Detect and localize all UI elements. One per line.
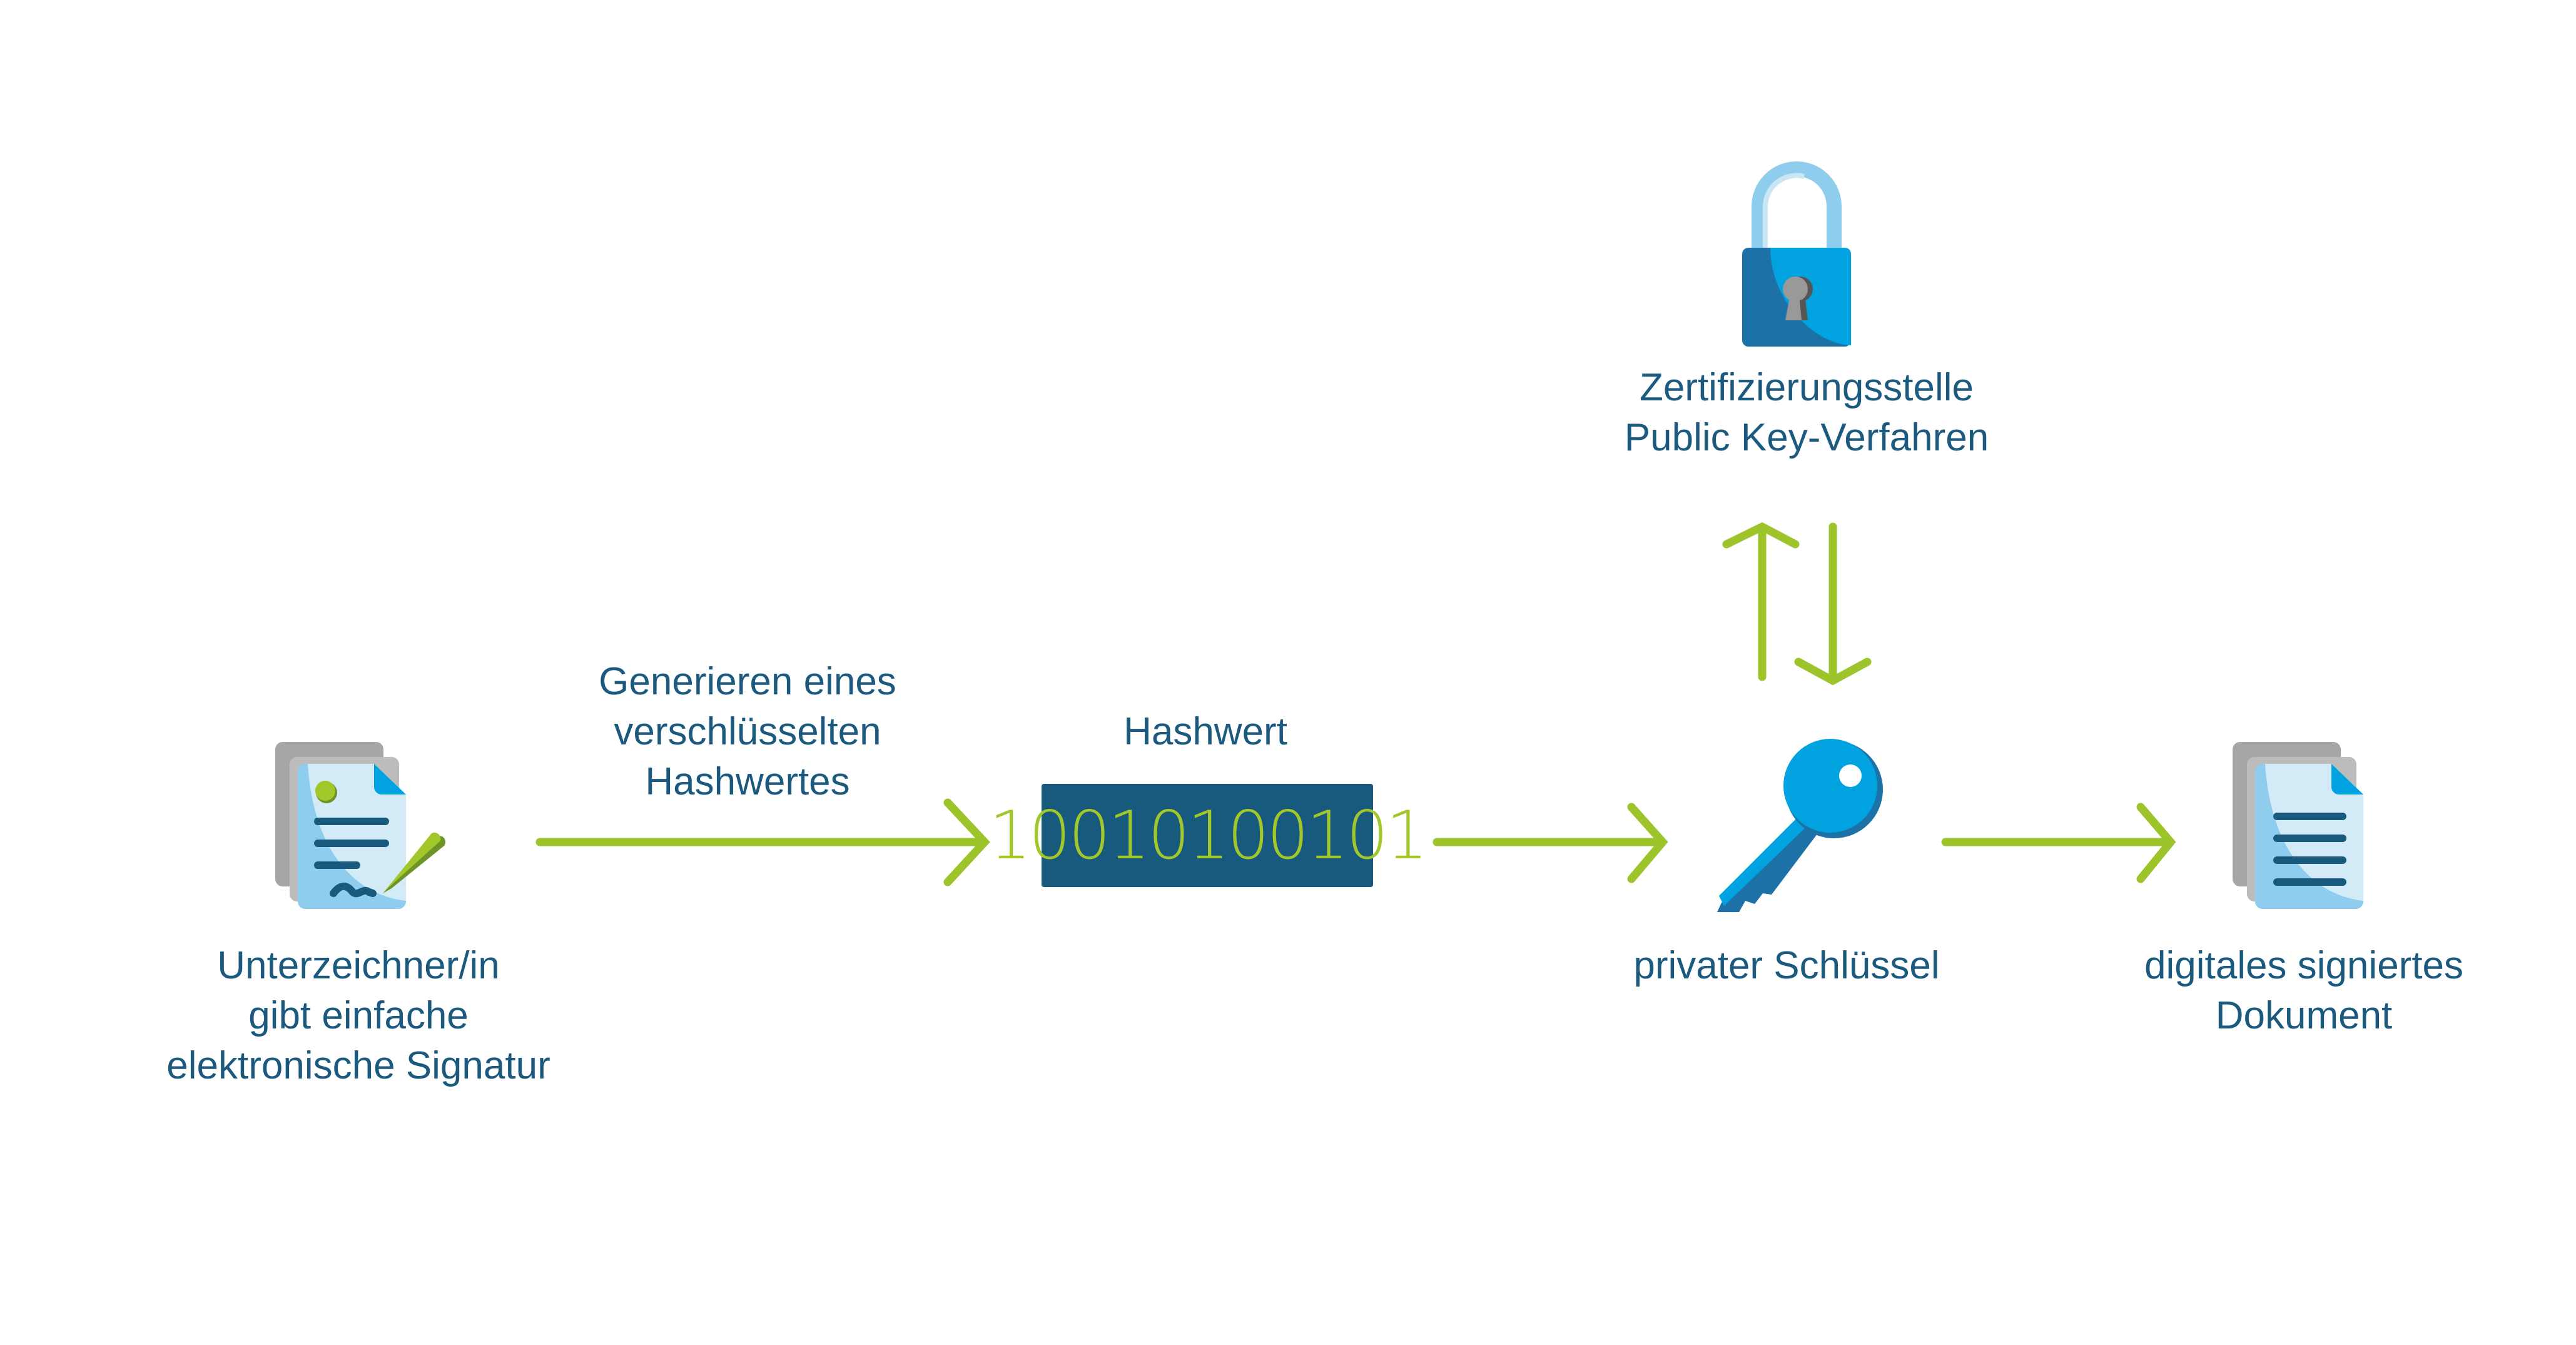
arrow-signer-to-hash (535, 798, 990, 886)
authority-label-line: Zertifizierungsstelle (1639, 366, 1974, 409)
generate-hash-label: Generieren eines verschlüsselten Hashwer… (599, 657, 896, 807)
arrow-up-to-authority (1722, 522, 1800, 681)
signer-label: Unterzeichner/in gibt einfache elektroni… (166, 941, 550, 1091)
signer-label-line: gibt einfache (248, 994, 469, 1037)
authority-label-line: Public Key-Verfahren (1624, 416, 1989, 459)
key-icon (1717, 739, 1883, 912)
hash-value-box: 10010100101 (989, 784, 1428, 887)
hash-label: Hashwert (1123, 707, 1287, 757)
signer-label-line: elektronische Signatur (166, 1044, 550, 1087)
private-key-label: privater Schlüssel (1633, 941, 1939, 991)
arrows (535, 522, 2176, 886)
arrow-key-to-document (1941, 803, 2176, 883)
document-icon (2233, 742, 2363, 909)
arrow-down-to-key (1794, 522, 1872, 686)
arrow-hash-to-key (1433, 803, 1668, 883)
signed-document-label: digitales signiertes Dokument (2144, 941, 2463, 1041)
generate-label-line: Hashwertes (645, 760, 850, 803)
padlock-icon (1742, 161, 1851, 347)
generate-label-line: verschlüsselten (614, 710, 881, 753)
certificate-authority-label: Zertifizierungsstelle Public Key-Verfahr… (1625, 363, 1989, 463)
generate-label-line: Generieren eines (599, 660, 896, 703)
document-label-line: digitales signiertes (2144, 944, 2464, 987)
document-label-line: Dokument (2215, 994, 2393, 1037)
private-key-label-text: privater Schlüssel (1633, 944, 1940, 987)
hash-label-text: Hashwert (1123, 710, 1287, 753)
hash-value: 10010100101 (989, 797, 1428, 874)
signer-label-line: Unterzeichner/in (217, 944, 500, 987)
signed-document-icon (275, 742, 445, 909)
